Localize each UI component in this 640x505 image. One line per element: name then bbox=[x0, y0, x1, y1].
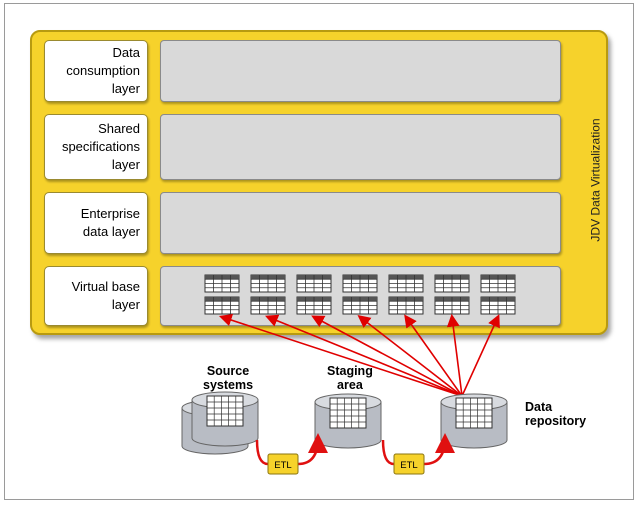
mapping-arrow bbox=[461, 314, 500, 397]
mapping-arrow bbox=[218, 313, 463, 397]
etl-arrow-in bbox=[381, 439, 395, 466]
database-stack-icon bbox=[191, 391, 259, 447]
layer-enterprise-data bbox=[160, 192, 561, 254]
etl-label: ETL bbox=[274, 460, 291, 471]
table-grid-icon bbox=[296, 274, 332, 293]
etl-arrow-out bbox=[423, 433, 455, 466]
etl-arrow-out bbox=[297, 433, 328, 466]
table-grid-icon bbox=[296, 296, 332, 315]
label-data-repository: Data repository bbox=[525, 400, 587, 428]
layer-label-virtual-base: Virtual base layer bbox=[44, 266, 148, 326]
mapping-arrow bbox=[265, 314, 463, 397]
layer-label-enterprise-data: Enterprise data layer bbox=[44, 192, 148, 254]
layer-data-consumption bbox=[160, 40, 561, 102]
layer-shared-specifications bbox=[160, 114, 561, 180]
mapping-arrow bbox=[446, 313, 463, 397]
mapping-arrow bbox=[404, 314, 463, 397]
table-grid-icon bbox=[342, 274, 378, 293]
table-grid-icon bbox=[480, 296, 516, 315]
table-grid-icon bbox=[434, 274, 470, 293]
label-staging-area: Staging area bbox=[327, 364, 373, 392]
etl-box bbox=[267, 453, 299, 475]
table-grid-icon bbox=[434, 296, 470, 315]
database-icon bbox=[314, 393, 382, 449]
table-grid-icon bbox=[250, 296, 286, 315]
table-grid-icon bbox=[342, 296, 378, 315]
layer-label-data-consumption: Data consumption layer bbox=[44, 40, 148, 102]
etl-label: ETL bbox=[400, 460, 417, 471]
database-icon bbox=[440, 393, 508, 449]
label-source-systems: Source systems bbox=[203, 364, 254, 392]
etl-arrow-in bbox=[255, 439, 269, 466]
table-grid-icon bbox=[388, 274, 424, 293]
table-grid-icon bbox=[204, 296, 240, 315]
table-grid-icon bbox=[388, 296, 424, 315]
layer-label-shared-specifications: Shared specifications layer bbox=[44, 114, 148, 180]
mapping-arrow bbox=[311, 315, 463, 397]
mapping-arrow bbox=[357, 315, 463, 397]
table-grid-icon bbox=[480, 274, 516, 293]
table-grid-icon bbox=[250, 274, 286, 293]
etl-box bbox=[393, 453, 425, 475]
table-grid-icon bbox=[204, 274, 240, 293]
